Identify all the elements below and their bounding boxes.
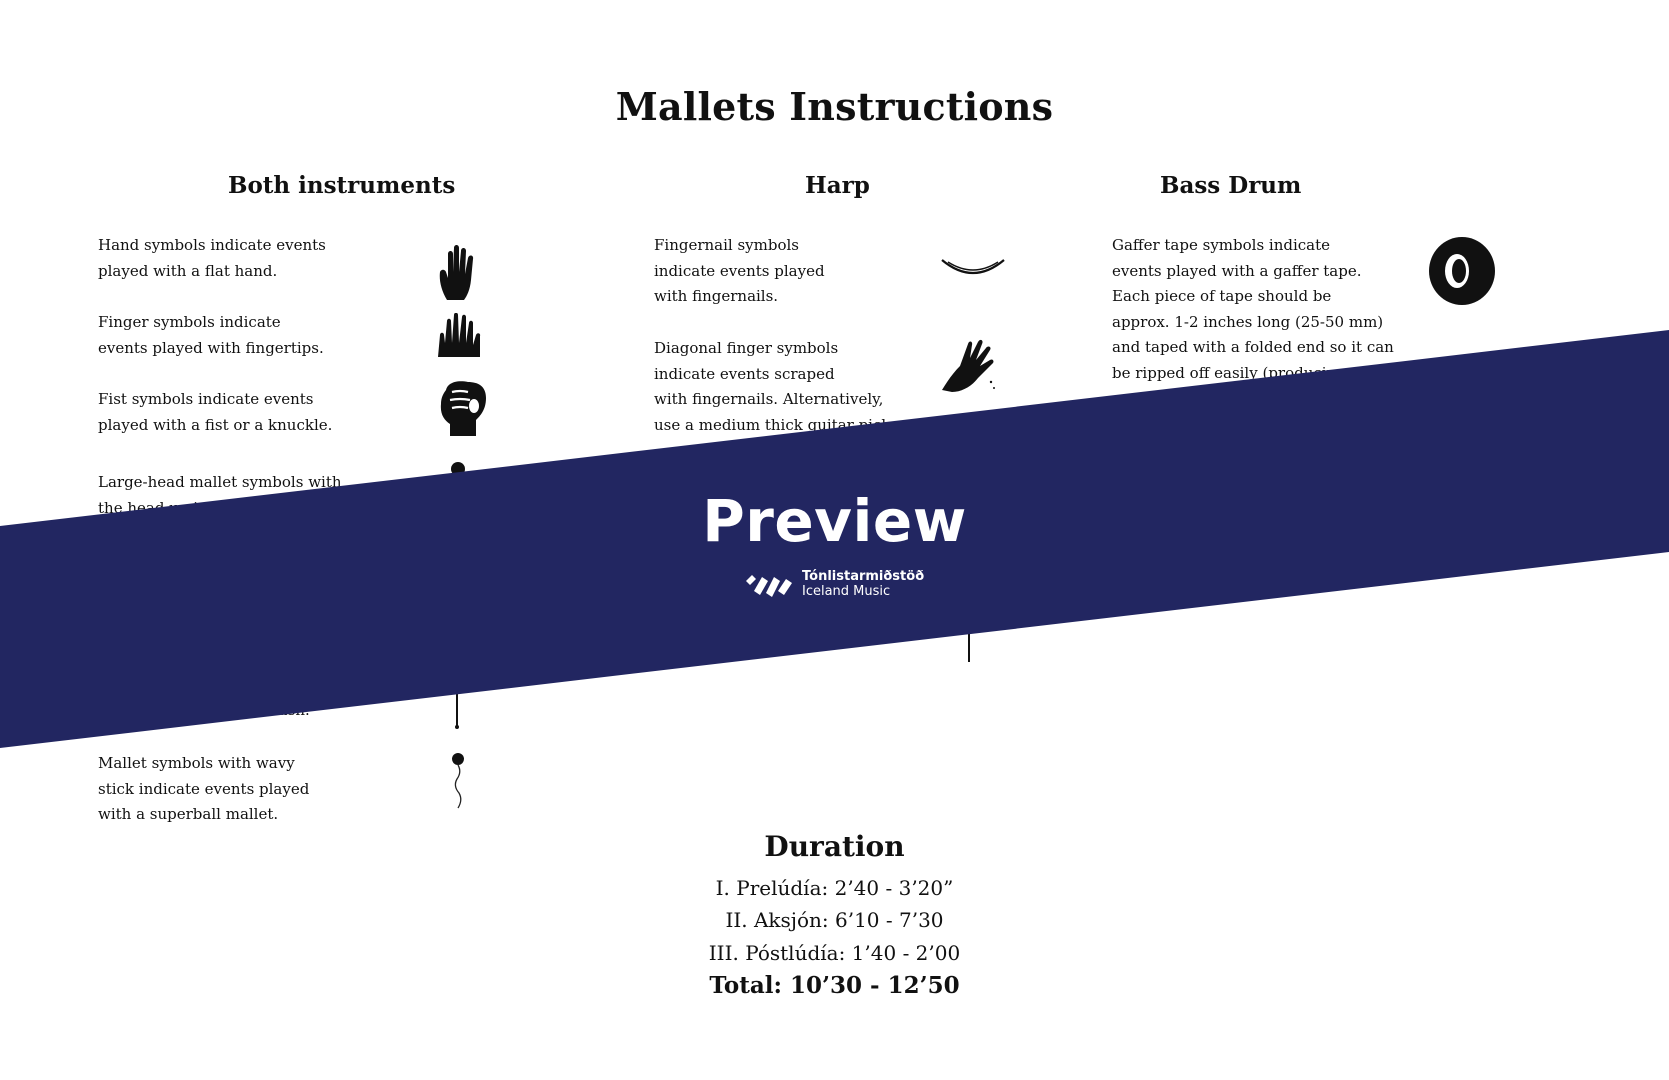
fingertips-icon bbox=[438, 313, 481, 357]
page-title: Mallets Instructions bbox=[615, 84, 1054, 129]
mallet-stick-icon bbox=[455, 690, 459, 729]
superball-mallet-icon bbox=[452, 753, 464, 809]
harp-heading: Harp bbox=[805, 172, 870, 199]
mallet-description-partial: ush. bbox=[278, 701, 310, 719]
both-instruments-heading: Both instruments bbox=[228, 172, 456, 199]
scraping-hand-icon bbox=[942, 339, 995, 392]
duration-total: Total: 10’30 - 12’50 bbox=[709, 972, 960, 999]
duration-line: II. Aksjón: 6’10 - 7’30 bbox=[725, 908, 944, 932]
iceland-music-logo: Tónlistarmiðstöð Iceland Music bbox=[744, 569, 924, 601]
iceland-music-logo-icon bbox=[746, 575, 792, 597]
large-mallet-icon bbox=[451, 462, 465, 481]
duration-heading: Duration bbox=[764, 830, 905, 863]
preview-watermark-text: Preview bbox=[702, 487, 967, 555]
logo-line-2: Iceland Music bbox=[802, 584, 891, 599]
duration-line: I. Prelúdía: 2’40 - 3’20” bbox=[715, 876, 954, 900]
bass-drum-heading: Bass Drum bbox=[1160, 172, 1302, 199]
fist-icon bbox=[440, 381, 486, 436]
gaffer-tape-icon bbox=[1429, 237, 1495, 305]
logo-line-1: Tónlistarmiðstöð bbox=[802, 569, 925, 584]
fingernail-icon bbox=[941, 259, 1005, 274]
flat-hand-icon bbox=[439, 245, 474, 300]
mallet-stick-icon bbox=[968, 630, 970, 662]
duration-line: III. Póstlúdía: 1’40 - 2’00 bbox=[708, 941, 961, 965]
